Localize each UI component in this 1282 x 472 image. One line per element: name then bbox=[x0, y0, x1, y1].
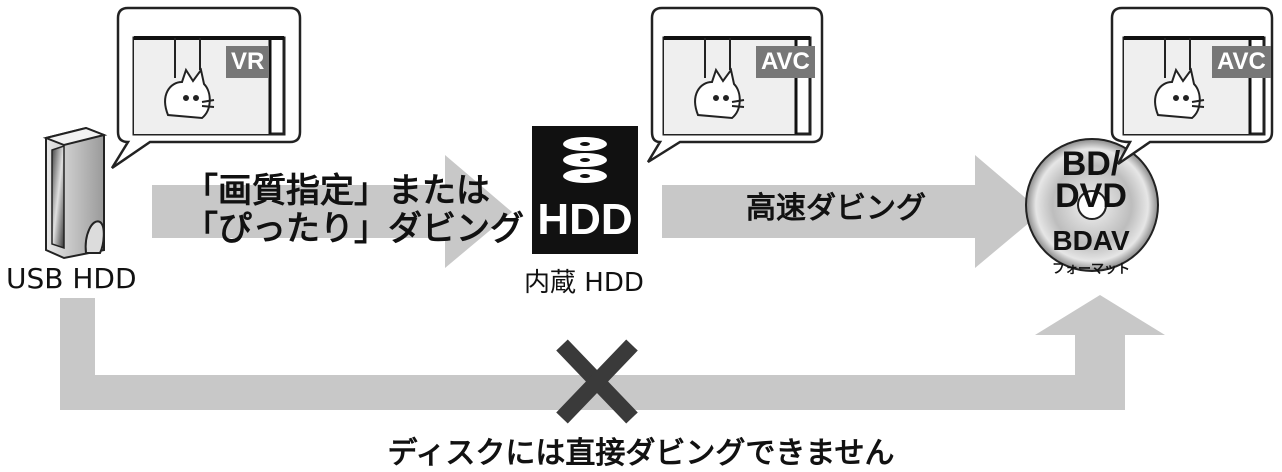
internal-hdd-label: 内蔵 HDD bbox=[524, 268, 644, 298]
callout-internal bbox=[646, 6, 824, 164]
arrow-direct-blocked bbox=[60, 295, 1165, 410]
format-badge-avc-internal: AVC bbox=[756, 46, 815, 78]
cross-icon bbox=[556, 339, 638, 424]
disc-icon bbox=[1025, 138, 1159, 272]
callout-disc bbox=[1110, 6, 1274, 166]
hdd-icon-text: HDD bbox=[537, 195, 633, 244]
disc-title: BD/ DVD bbox=[1055, 145, 1127, 215]
direct-blocked-label: ディスクには直接ダビングできません bbox=[387, 436, 895, 471]
internal-to-disc-label: 高速ダビング bbox=[746, 191, 926, 226]
arrow-usb-to-internal bbox=[152, 155, 512, 268]
internal-hdd-icon bbox=[532, 126, 638, 254]
format-badge-vr: VR bbox=[226, 46, 270, 78]
format-badge-avc-disc: AVC bbox=[1212, 46, 1271, 78]
usb-hdd-label: USB HDD bbox=[6, 262, 137, 295]
arrow-internal-to-disc bbox=[662, 155, 1042, 268]
disc-format-sub: フォーマット bbox=[1051, 262, 1130, 277]
callout-usb bbox=[110, 6, 302, 170]
disc-format: BDAV bbox=[1052, 225, 1130, 256]
usb-to-internal-label: 「画質指定」または 「ぴったり」ダビング bbox=[184, 171, 524, 249]
usb-hdd-icon bbox=[42, 126, 108, 260]
